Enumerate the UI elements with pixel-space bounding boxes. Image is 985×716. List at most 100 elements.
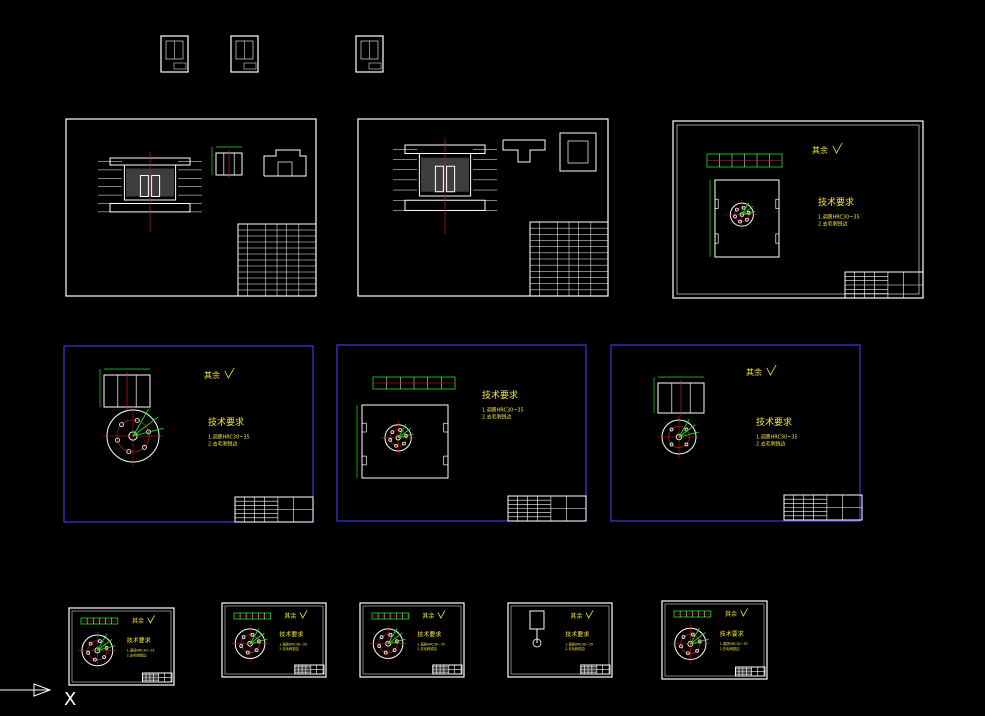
roughness-symbol-icon xyxy=(437,610,446,619)
tech-req-line1: 1.调质HRC30~35 xyxy=(417,641,445,646)
top-view-bar xyxy=(80,617,119,625)
inner-frame xyxy=(510,605,610,675)
tech-req-title: 技术要求 xyxy=(818,196,854,208)
sheet-border xyxy=(68,607,175,686)
title-block xyxy=(142,672,173,683)
tech-req-line1: 1.调质HRC30~35 xyxy=(127,648,155,653)
sheet-border xyxy=(507,602,613,678)
bolt-hole-pattern xyxy=(103,406,164,466)
roughness-note-text: 其余 xyxy=(725,610,737,618)
technical-requirements: 技术要求 1.调质HRC30~352.去毛刺锐边 xyxy=(482,389,524,421)
title-block xyxy=(783,494,863,521)
tech-req-line1: 1.调质HRC30~35 xyxy=(720,641,748,646)
sheet-border xyxy=(359,602,465,678)
tech-req-line1: 1.调质HRC30~35 xyxy=(818,214,860,221)
inner-frame xyxy=(71,610,172,683)
section-view xyxy=(211,146,243,178)
sheet-border xyxy=(661,600,768,680)
title-block xyxy=(735,666,766,677)
roughness-note: 其余 xyxy=(746,364,777,377)
tech-req-line2: 2.去毛刺锐边 xyxy=(756,441,785,448)
bolt-hole-pattern xyxy=(658,416,700,458)
roughness-note-text: 其余 xyxy=(746,367,762,377)
roughness-note: 其余 xyxy=(570,610,594,620)
title-block xyxy=(234,496,314,523)
title-block xyxy=(432,664,463,675)
roughness-note: 其余 xyxy=(725,608,748,618)
parts-list xyxy=(237,223,317,297)
bolt-hole-pattern xyxy=(380,420,416,455)
tech-req-line2: 2.去毛刺锐边 xyxy=(208,441,237,448)
roughness-symbol-icon xyxy=(147,615,155,624)
title-block xyxy=(844,271,924,299)
assembly-sheet-2 xyxy=(357,118,609,297)
top-view-bar xyxy=(372,376,456,390)
tech-req-line1: 1.调质HRC30~35 xyxy=(565,641,593,646)
inner-frame xyxy=(362,605,462,675)
tech-req-title: 技术要求 xyxy=(565,630,589,638)
top-view-bar xyxy=(673,610,712,618)
tech-req-line1: 1.调质HRC30~35 xyxy=(756,434,798,441)
bolt-hole-pattern xyxy=(77,630,117,670)
sheet-border xyxy=(63,345,314,523)
bolt-hole-pattern xyxy=(670,624,710,664)
roughness-note-text: 其余 xyxy=(132,617,144,625)
tech-req-title: 技术要求 xyxy=(208,416,244,428)
roughness-note: 其余 xyxy=(422,610,446,620)
section-view xyxy=(653,376,705,416)
thumbnail-sheet-3 xyxy=(355,35,384,73)
bolt-hole-pattern xyxy=(726,199,758,231)
roughness-note-text: 其余 xyxy=(284,612,296,620)
roughness-note: 其余 xyxy=(284,610,308,620)
tech-req-line2: 2.去毛刺锐边 xyxy=(417,646,437,651)
plate-view xyxy=(709,179,780,258)
title-block xyxy=(580,664,611,675)
thumbnail-sheet-1 xyxy=(160,35,189,73)
plate-view xyxy=(356,404,449,479)
tech-req-line1: 1.调质HRC30~35 xyxy=(482,407,524,414)
roughness-symbol-icon xyxy=(766,364,777,376)
sheet-border xyxy=(65,118,317,297)
roughness-note-text: 其余 xyxy=(204,370,220,380)
assembly-sheet-1 xyxy=(65,118,317,297)
tech-req-title: 技术要求 xyxy=(482,389,518,401)
top-view-bar xyxy=(706,153,783,168)
tech-req-line2: 2.去毛刺锐边 xyxy=(127,652,147,657)
roughness-symbol-icon xyxy=(299,610,308,619)
sheet-border xyxy=(160,35,189,73)
tech-req-line1: 1.调质HRC30~35 xyxy=(279,641,307,646)
roughness-symbol-icon xyxy=(832,142,843,154)
sheet-border xyxy=(230,35,259,73)
roughness-symbol-icon xyxy=(224,367,235,379)
sheet-border xyxy=(672,120,924,299)
sheet-border xyxy=(221,602,327,678)
inner-frame xyxy=(664,603,765,677)
tech-req-title: 技术要求 xyxy=(720,630,744,638)
tech-req-title: 技术要求 xyxy=(756,416,792,428)
technical-requirements: 技术要求 1.调质HRC30~352.去毛刺锐边 xyxy=(756,416,798,448)
part-sketch xyxy=(502,132,597,172)
roughness-note: 其余 xyxy=(132,615,155,625)
roughness-note: 其余 xyxy=(812,142,843,155)
tech-req-line2: 2.去毛刺锐边 xyxy=(482,414,511,421)
roughness-symbol-icon xyxy=(740,608,748,617)
parts-list xyxy=(529,221,609,297)
tech-req-title: 技术要求 xyxy=(279,630,303,638)
ucs-icon: X xyxy=(0,683,76,710)
top-view-bar xyxy=(371,612,409,620)
